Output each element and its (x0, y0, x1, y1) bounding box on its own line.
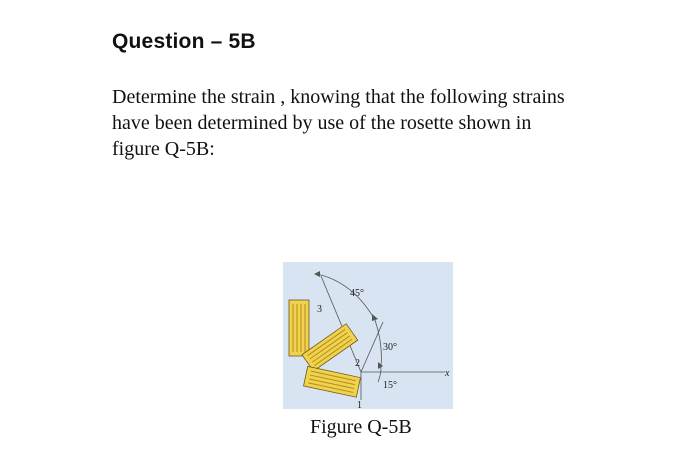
question-title: Question – 5B (112, 30, 256, 53)
angle-arc-45 (316, 273, 376, 321)
angle-label-45: 45° (350, 288, 364, 299)
angle-label-15: 15° (383, 380, 397, 391)
angle-label-30: 30° (383, 342, 397, 353)
arc-arrowhead-3 (314, 271, 320, 277)
x-axis-label: x (444, 368, 450, 379)
gauge-2-reference-line (360, 321, 384, 373)
problem-line-3: figure Q-5B: (112, 138, 215, 160)
angle-arc-15 (377, 365, 382, 383)
strain-gauge-1 (303, 365, 361, 398)
problem-line-1: Determine the strain , knowing that the … (112, 84, 630, 110)
strain-gauge-3 (288, 299, 310, 357)
problem-statement: Determine the strain , knowing that the … (112, 84, 630, 162)
strain-gauge-2 (301, 323, 359, 372)
arc-arrowhead-2 (378, 362, 383, 369)
problem-line-2: have been determined by use of the roset… (112, 112, 532, 134)
figure-caption: Figure Q-5B (310, 416, 412, 438)
arc-arrowhead-1 (372, 314, 378, 321)
problem-line-1-text: Determine the strain , knowing that the … (112, 86, 565, 108)
gauge-label-2: 2 (355, 358, 360, 369)
gauge-label-3: 3 (317, 304, 322, 315)
angle-arc-30 (374, 319, 382, 367)
rosette-diagram: 45° 30° 15° 3 2 1 x (283, 262, 453, 409)
gauge-label-1: 1 (357, 400, 362, 409)
rosette-figure: 45° 30° 15° 3 2 1 x (283, 262, 453, 409)
gauge-3-reference-line (320, 275, 362, 373)
